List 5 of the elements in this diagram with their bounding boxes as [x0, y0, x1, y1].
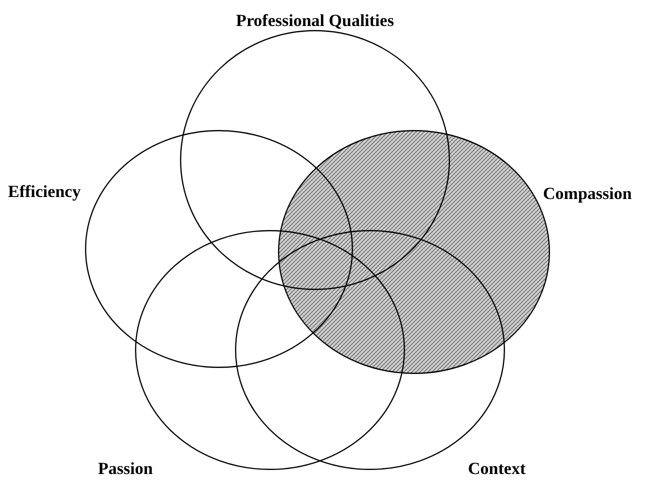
set-label: Compassion: [543, 185, 632, 202]
set-label: Context: [468, 460, 526, 477]
set-label: Professional Qualities: [236, 12, 394, 29]
set-label: Efficiency: [8, 183, 81, 200]
set-label: Passion: [98, 460, 153, 477]
